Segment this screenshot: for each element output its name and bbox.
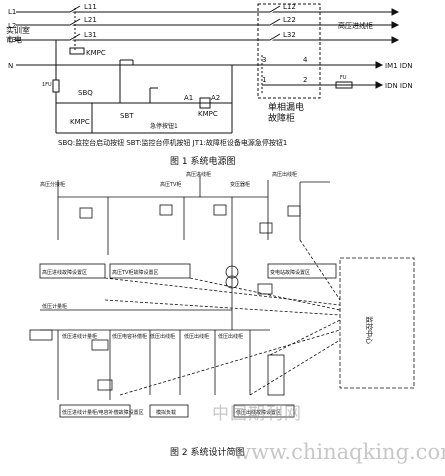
line-label-l1: L1 bbox=[8, 8, 16, 16]
bottom-label-3: 低压出线柜 bbox=[184, 333, 209, 340]
figure2 bbox=[29, 175, 415, 418]
a1-label: A1 bbox=[184, 94, 193, 102]
terminal-1: 1 bbox=[262, 76, 266, 84]
fault-box-hv-tv: 高压TV柜故障设置区 bbox=[112, 269, 158, 276]
fault-box-substation: 变电站故障设置区 bbox=[270, 269, 310, 276]
a2-label: A2 bbox=[211, 94, 220, 102]
bottom-label-4: 低压出线柜 bbox=[218, 333, 243, 340]
bottom-label-2: 低压出线柜 bbox=[150, 333, 175, 340]
fuse-label: FU bbox=[340, 75, 347, 81]
figure1-text: L1 L2 L3 N 实训室市电 L11 L21 L31 KMPC L12 L2… bbox=[6, 3, 413, 167]
legend-text: SBQ:监控台启动按钮 SBT:监控台停机按钮 JT1:故障柜设备电源急停按钮1 bbox=[58, 138, 287, 147]
switch-l11: L11 bbox=[84, 3, 97, 11]
top-label-2: 高压进线柜 bbox=[186, 171, 211, 178]
switch-l31: L31 bbox=[84, 31, 97, 39]
terminal-3: 3 bbox=[262, 56, 266, 64]
switch-l12: L12 bbox=[283, 3, 296, 11]
top-label-0: 高压分接柜 bbox=[40, 181, 65, 188]
terminal-4: 4 bbox=[303, 56, 308, 64]
switch-l21: L21 bbox=[84, 16, 97, 24]
watermark-url: www.chinaqking.com bbox=[233, 440, 445, 464]
fault-box-hv-in: 高压进线故障设置区 bbox=[42, 269, 87, 276]
switch-l22: L22 bbox=[283, 16, 296, 24]
fault-box-lv-meter: 低压进线计量柜/电容补偿故障设置区 bbox=[62, 409, 144, 416]
watermark-cn: 中国期刊网 bbox=[212, 404, 302, 424]
leakage-title: 单相漏电故障柜 bbox=[268, 101, 304, 124]
top-label-1: 高压TV柜 bbox=[160, 181, 181, 188]
kmpc-coil-label: KMPC bbox=[86, 49, 106, 57]
figure2-caption: 图 2 系统设计简图 bbox=[170, 446, 244, 458]
top-label-4: 高压出线柜 bbox=[272, 171, 297, 178]
line-label-l2: L2 bbox=[8, 22, 16, 30]
fault-box-lv-out: 低压出线故障设置区 bbox=[236, 409, 281, 416]
monitor-label: 监控中心 bbox=[365, 316, 374, 344]
sbq-label: SBQ bbox=[78, 89, 93, 97]
wire-label-1: IM1 IDN bbox=[385, 62, 412, 70]
line-label-n: N bbox=[8, 62, 13, 70]
switch-l32: L32 bbox=[283, 31, 296, 39]
figure2-text: 高压分接柜 高压TV柜 高压进线柜 变压器柜 高压出线柜 高压进线故障设置区 高… bbox=[40, 171, 374, 458]
mid-label: 低压计量柜 bbox=[42, 303, 67, 310]
figure1-caption: 图 1 系统电源图 bbox=[170, 155, 235, 167]
top-label-3: 变压器柜 bbox=[230, 181, 250, 188]
kmpc-contact-label: KMPC bbox=[70, 118, 90, 126]
kmpc-right-label: KMPC bbox=[198, 110, 218, 118]
bottom-label-1: 低压电容补偿柜 bbox=[112, 333, 147, 340]
hv-cabinet-label: 高压进线柜 bbox=[338, 21, 373, 30]
wire-label-2: IDN IDN bbox=[385, 82, 413, 90]
sbt-label: SBT bbox=[120, 112, 134, 120]
jt1-label: 急停按钮1 bbox=[150, 122, 178, 130]
fault-box-load: 模拟负载 bbox=[156, 409, 176, 416]
figure1 bbox=[16, 3, 400, 134]
line-label-l3: L3 bbox=[8, 36, 16, 44]
source-label: 实训室市电 bbox=[6, 25, 30, 45]
terminal-2: 2 bbox=[303, 76, 307, 84]
fuse-1fu-label: 1FU bbox=[42, 82, 52, 88]
bottom-label-0: 低压进线计量柜 bbox=[62, 333, 97, 340]
